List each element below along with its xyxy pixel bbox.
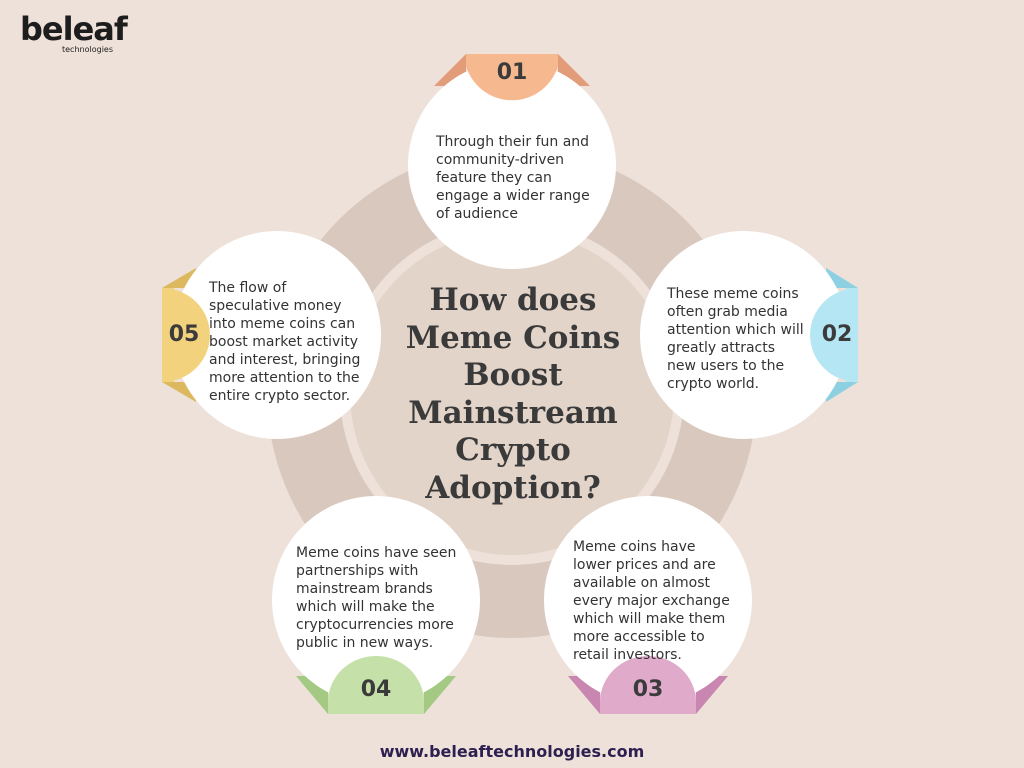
footer-website[interactable]: www.beleaftechnologies.com	[379, 742, 645, 761]
center-disc	[350, 231, 674, 555]
item-02-text: These meme coins often grab media attent…	[667, 286, 804, 392]
item-04-group	[272, 496, 480, 714]
logo-wordmark: beleaf	[20, 10, 128, 48]
item-03-number: 03	[632, 677, 664, 702]
item-01-group	[408, 54, 616, 269]
item-02-number: 02	[821, 322, 853, 347]
page-title: How does Meme Coins Boost Mainstream Cry…	[405, 282, 621, 506]
logo-subtitle: technologies	[62, 45, 113, 54]
item-04-badge	[328, 656, 424, 714]
item-05-group	[162, 231, 381, 439]
item-04-circle	[272, 496, 480, 704]
logo: beleaf technologies	[20, 10, 130, 60]
item-05-text: The flow of speculative money into meme …	[209, 280, 361, 404]
item-02-badge	[810, 288, 858, 382]
item-03-text: Meme coins have lower prices and are ava…	[573, 539, 730, 663]
item-01-badge	[466, 54, 558, 101]
item-03-badge	[600, 656, 696, 714]
item-05-number: 05	[168, 322, 200, 347]
item-02-group	[640, 231, 858, 439]
item-01-number: 01	[496, 60, 528, 85]
item-03-group	[544, 496, 752, 714]
item-04-number: 04	[360, 677, 392, 702]
item-02-circle	[640, 231, 848, 439]
item-05-badge	[162, 288, 210, 382]
item-01-circle	[408, 61, 616, 269]
item-03-circle	[544, 496, 752, 704]
item-01-text: Through their fun and community-driven f…	[436, 134, 590, 222]
item-04-text: Meme coins have seen partnerships with m…	[296, 545, 457, 651]
item-05-circle	[173, 231, 381, 439]
